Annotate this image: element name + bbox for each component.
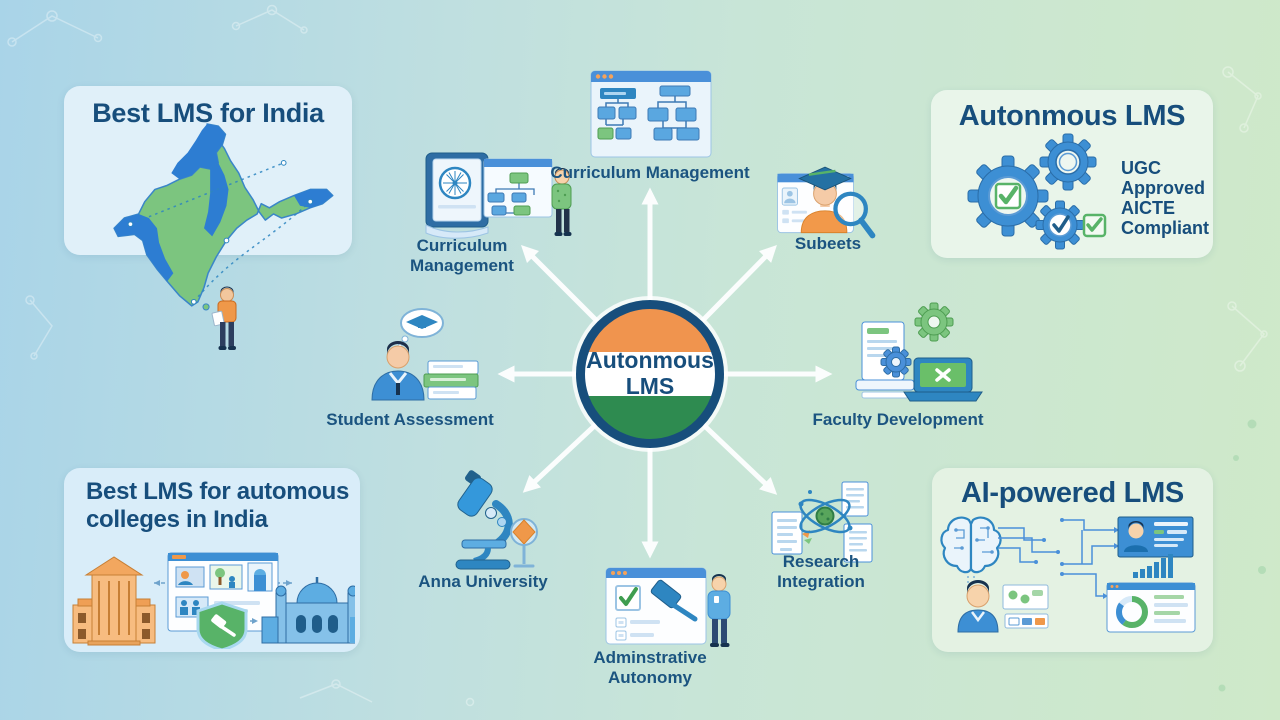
hub-label: Autonmous LMS	[586, 347, 714, 399]
college-buildings-shield-icon	[72, 552, 355, 649]
compliance-line: Approved	[1121, 178, 1206, 198]
flowchart-window-icon	[590, 70, 712, 158]
label-anna-university: Anna University	[418, 572, 548, 591]
label-research-integration: Research Integration	[777, 552, 865, 592]
standing-person-icon	[211, 286, 237, 350]
gavel-checklist-icon	[605, 567, 731, 647]
card-autonmous-lms-title: Autonmous LMS	[958, 100, 1186, 132]
india-map-icon	[113, 123, 334, 311]
book-chakra-icon	[425, 152, 572, 239]
compliance-line: AICTE	[1121, 198, 1175, 218]
gears-laptop-icon	[855, 302, 983, 402]
label-subeets: Subeets	[794, 234, 862, 253]
label-administrative-autonomy: Adminstrative Autonomy	[593, 648, 707, 688]
compliance-text: UGC Approved AICTE Compliant	[1121, 158, 1209, 238]
microscope-flask-icon	[455, 470, 538, 570]
student-id-magnifier-icon	[777, 166, 876, 239]
atom-documents-icon	[771, 481, 873, 563]
label-student-assessment: Student Assessment	[326, 410, 494, 429]
label-faculty-development: Faculty Development	[812, 410, 984, 429]
compliance-line: UGC	[1121, 158, 1161, 178]
card-ai-powered-lms-title: AI-powered LMS	[961, 477, 1184, 509]
label-curriculum-management-left: Curriculum Management	[410, 236, 514, 276]
gears-compliance-icon	[967, 133, 1107, 250]
card-best-lms-india-title: Best LMS for India	[92, 98, 324, 128]
hub-india-flag-circle: Autonmous LMS	[576, 300, 724, 448]
compliance-line: Compliant	[1121, 218, 1209, 238]
ai-brain-dashboard-icon	[940, 516, 1196, 633]
label-curriculum-management-top: Curriculum Management	[550, 163, 750, 182]
student-books-icon	[371, 308, 479, 401]
card-best-lms-colleges-title: Best LMS for automous colleges in India	[86, 478, 350, 534]
